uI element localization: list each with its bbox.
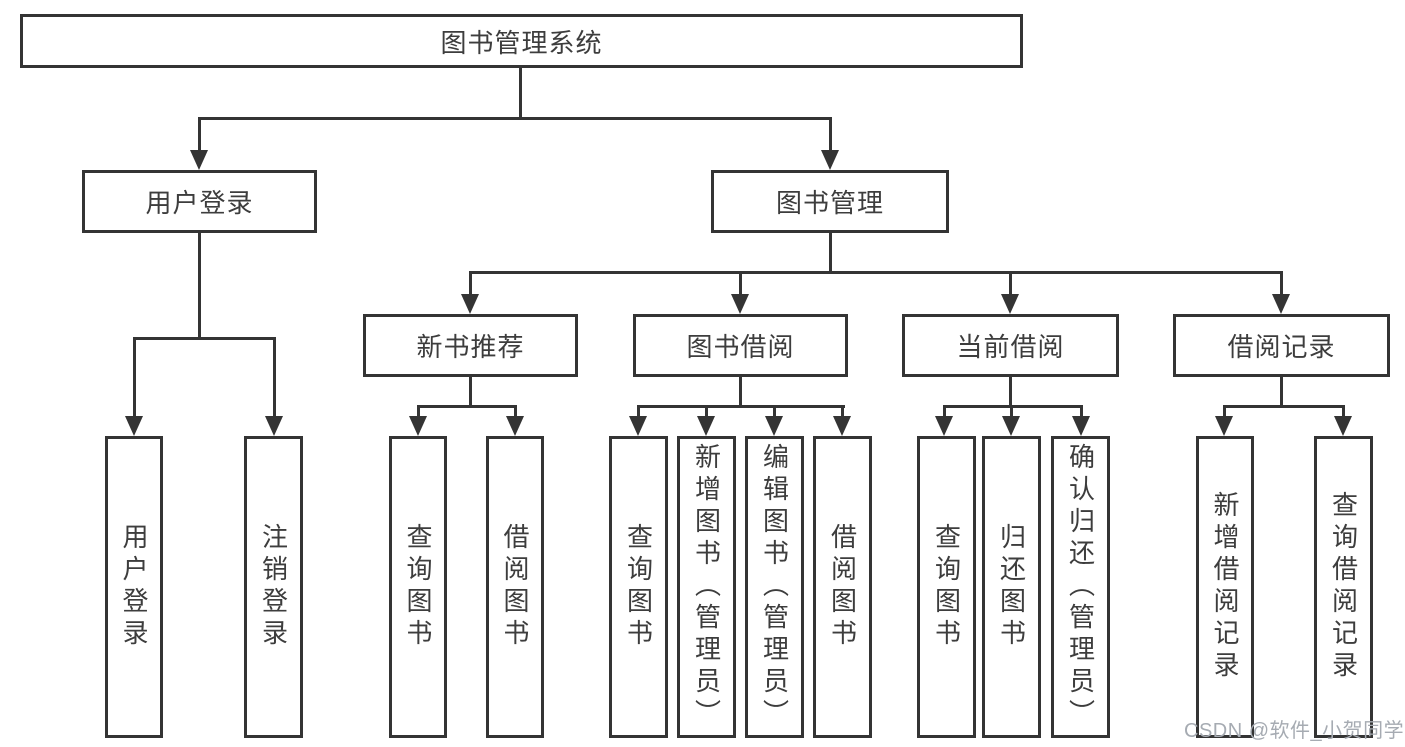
leaf-add-books-admin: 新增图书（管理员） [677, 436, 736, 738]
node-new-book-recommend: 新书推荐 [363, 314, 578, 377]
leaf-label: 查询图书 [623, 523, 654, 651]
node-label: 借阅记录 [1227, 332, 1336, 362]
node-borrow-records: 借阅记录 [1173, 314, 1390, 377]
arrowhead-book-borrow [731, 294, 749, 314]
connector-borrow-records-stem [1280, 377, 1283, 408]
leaf-borrow-books-recommend: 借阅图书 [486, 436, 544, 738]
node-label: 图书管理 [775, 188, 884, 218]
connector-drop [1080, 407, 1083, 417]
node-label: 图书管理系统 [440, 27, 603, 58]
connector-book-mgmt-stem [829, 233, 832, 274]
leaf-label: 查询图书 [931, 523, 962, 651]
arrowhead [1002, 416, 1020, 436]
leaf-query-books-borrow: 查询图书 [609, 436, 668, 738]
leaf-label: 查询图书 [403, 523, 433, 651]
node-label: 新书推荐 [416, 332, 525, 362]
arrowhead [1334, 416, 1352, 436]
connector-new-book-stem [469, 377, 472, 408]
leaf-label: 注销登录 [258, 523, 289, 651]
arrowhead-new-book [461, 294, 479, 314]
connector-drop-book-borrow [739, 273, 742, 295]
leaf-add-borrow-record: 新增借阅记录 [1196, 436, 1254, 738]
arrowhead [1072, 416, 1090, 436]
connector-drop-book-management [829, 119, 832, 151]
arrowhead-borrow-records [1272, 294, 1290, 314]
connector-level3-rail [469, 271, 1283, 274]
arrowhead [1215, 416, 1233, 436]
leaf-confirm-return-admin: 确认归还（管理员） [1051, 436, 1110, 738]
arrowhead-leaf-login [125, 416, 143, 436]
connector-drop-leaf-login [133, 339, 136, 417]
connector-root-stem [519, 68, 522, 118]
leaf-query-books-recommend: 查询图书 [389, 436, 447, 738]
leaf-label: 查询借阅记录 [1328, 491, 1359, 683]
leaf-borrow-books: 借阅图书 [813, 436, 872, 738]
leaf-label: 借阅图书 [500, 523, 530, 651]
connector-book-borrow-stem [739, 377, 742, 408]
node-label: 当前借阅 [956, 332, 1065, 362]
connector-drop-borrow-records [1280, 273, 1283, 295]
connector-level1-rail [198, 117, 832, 120]
connector-drop-current-borrow [1009, 273, 1012, 295]
arrowhead [506, 416, 524, 436]
node-book-borrow: 图书借阅 [633, 314, 848, 377]
connector-user-login-rail [133, 337, 276, 340]
csdn-watermark: CSDN @软件_小贺同学 [1184, 720, 1405, 742]
connector-current-borrow-rail [943, 405, 1083, 408]
arrowhead [409, 416, 427, 436]
connector-drop [1342, 407, 1345, 417]
leaf-label: 归还图书 [996, 523, 1027, 651]
leaf-query-books-current: 查询图书 [917, 436, 976, 738]
connector-drop [514, 407, 517, 417]
connector-drop [1010, 407, 1013, 417]
leaf-user-login: 用户登录 [105, 436, 163, 738]
arrowhead-leaf-logout [265, 416, 283, 436]
connector-drop-leaf-logout [273, 339, 276, 417]
leaf-query-borrow-record: 查询借阅记录 [1314, 436, 1373, 738]
connector-drop-new-book [469, 273, 472, 295]
arrowhead [629, 416, 647, 436]
leaf-label: 编辑图书（管理员） [759, 443, 790, 731]
leaf-label: 借阅图书 [827, 523, 858, 651]
node-label: 图书借阅 [686, 332, 795, 362]
node-current-borrow: 当前借阅 [902, 314, 1119, 377]
arrowhead-current-borrow [1001, 294, 1019, 314]
leaf-label: 用户登录 [119, 523, 149, 651]
connector-borrow-records-rail [1223, 405, 1345, 408]
connector-drop [943, 407, 946, 417]
connector-current-borrow-stem [1009, 377, 1012, 408]
arrowhead [935, 416, 953, 436]
leaf-edit-books-admin: 编辑图书（管理员） [745, 436, 804, 738]
leaf-label: 新增借阅记录 [1210, 491, 1240, 683]
connector-new-book-rail [417, 405, 517, 408]
node-book-management: 图书管理 [711, 170, 949, 233]
node-library-management-system: 图书管理系统 [20, 14, 1023, 68]
leaf-label: 新增图书（管理员） [691, 443, 722, 731]
connector-drop [841, 407, 844, 417]
leaf-label: 确认归还（管理员） [1065, 443, 1096, 731]
connector-drop [417, 407, 420, 417]
arrowhead [697, 416, 715, 436]
connector-drop [773, 407, 776, 417]
node-user-login: 用户登录 [82, 170, 317, 233]
connector-drop [637, 407, 640, 417]
connector-drop-user-login [198, 119, 201, 151]
leaf-logout: 注销登录 [244, 436, 303, 738]
connector-book-borrow-rail [637, 405, 845, 408]
arrowhead-user-login [190, 150, 208, 170]
arrowhead [765, 416, 783, 436]
connector-user-login-stem [198, 233, 201, 340]
connector-drop [705, 407, 708, 417]
arrowhead [833, 416, 851, 436]
leaf-return-books: 归还图书 [982, 436, 1041, 738]
arrowhead-book-management [821, 150, 839, 170]
node-label: 用户登录 [145, 188, 254, 218]
connector-drop [1223, 407, 1226, 417]
